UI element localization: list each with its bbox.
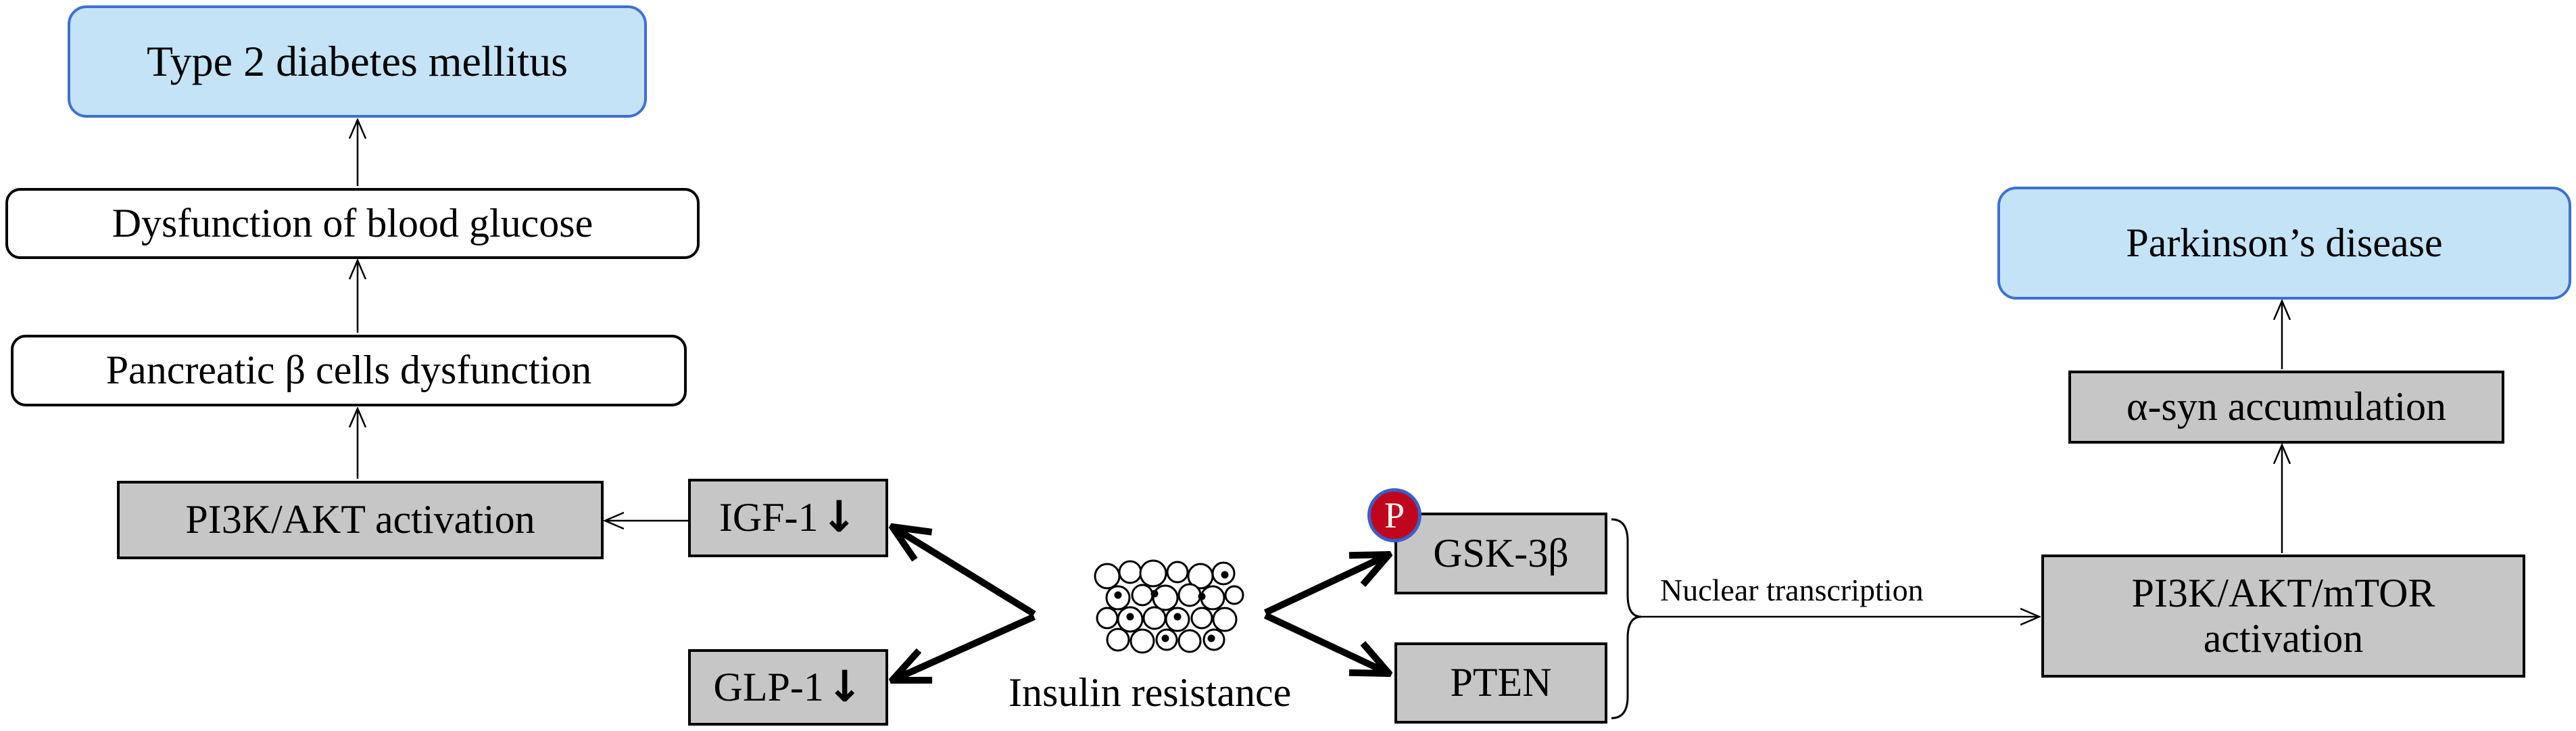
arrow-insulin-to-igf — [892, 527, 1036, 617]
nuclear-transcription-label: Nuclear transcription — [1660, 573, 1924, 607]
glp-1-box: GLP-1 ↓ — [688, 649, 888, 726]
alpha-syn-box: α-syn accumulation — [2068, 371, 2504, 444]
arrow-insulin-to-pten — [1263, 612, 1389, 674]
arrow-insulin-to-gsk — [1263, 555, 1389, 616]
alpha-syn-label: α-syn accumulation — [2127, 384, 2446, 429]
parkinsons-box: Parkinson’s disease — [1997, 187, 2571, 300]
glucose-dysfunction-box: Dysfunction of blood glucose — [5, 188, 700, 259]
pi3k-akt-mtor-label-line1: PI3K/AKT/mTOR — [2131, 570, 2435, 615]
pi3k-akt-mtor-label-line2: activation — [2203, 616, 2364, 661]
gsk-3b-box: GSK-3β — [1394, 513, 1607, 594]
pten-box: PTEN — [1394, 642, 1607, 724]
parkinsons-label: Parkinson’s disease — [2126, 220, 2443, 265]
arrow-insulin-to-glp — [892, 613, 1036, 680]
insulin-resistance-label: Insulin resistance — [1008, 670, 1292, 715]
insulin-resistance-cells-icon — [1094, 559, 1244, 654]
glp-1-down-arrow-icon: ↓ — [826, 661, 863, 712]
grouping-brace — [1611, 518, 1642, 720]
igf-1-label: IGF-1 — [719, 495, 819, 540]
beta-cells-box: Pancreatic β cells dysfunction — [11, 335, 687, 406]
gsk-3b-label: GSK-3β — [1433, 530, 1569, 575]
pten-label: PTEN — [1450, 660, 1552, 705]
t2dm-label: Type 2 diabetes mellitus — [147, 37, 568, 86]
igf-1-box: IGF-1 ↓ — [688, 479, 888, 557]
glp-1-label: GLP-1 — [713, 664, 824, 709]
pi3k-akt-mtor-box: PI3K/AKT/mTOR activation — [2041, 555, 2525, 678]
beta-cells-label: Pancreatic β cells dysfunction — [105, 348, 592, 393]
t2dm-box: Type 2 diabetes mellitus — [68, 5, 647, 118]
pi3k-akt-label: PI3K/AKT activation — [185, 497, 535, 542]
pi3k-akt-box: PI3K/AKT activation — [117, 481, 604, 559]
igf-1-down-arrow-icon: ↓ — [821, 492, 858, 543]
phosphorylation-badge: P — [1367, 488, 1421, 542]
glucose-dysfunction-label: Dysfunction of blood glucose — [112, 200, 593, 245]
